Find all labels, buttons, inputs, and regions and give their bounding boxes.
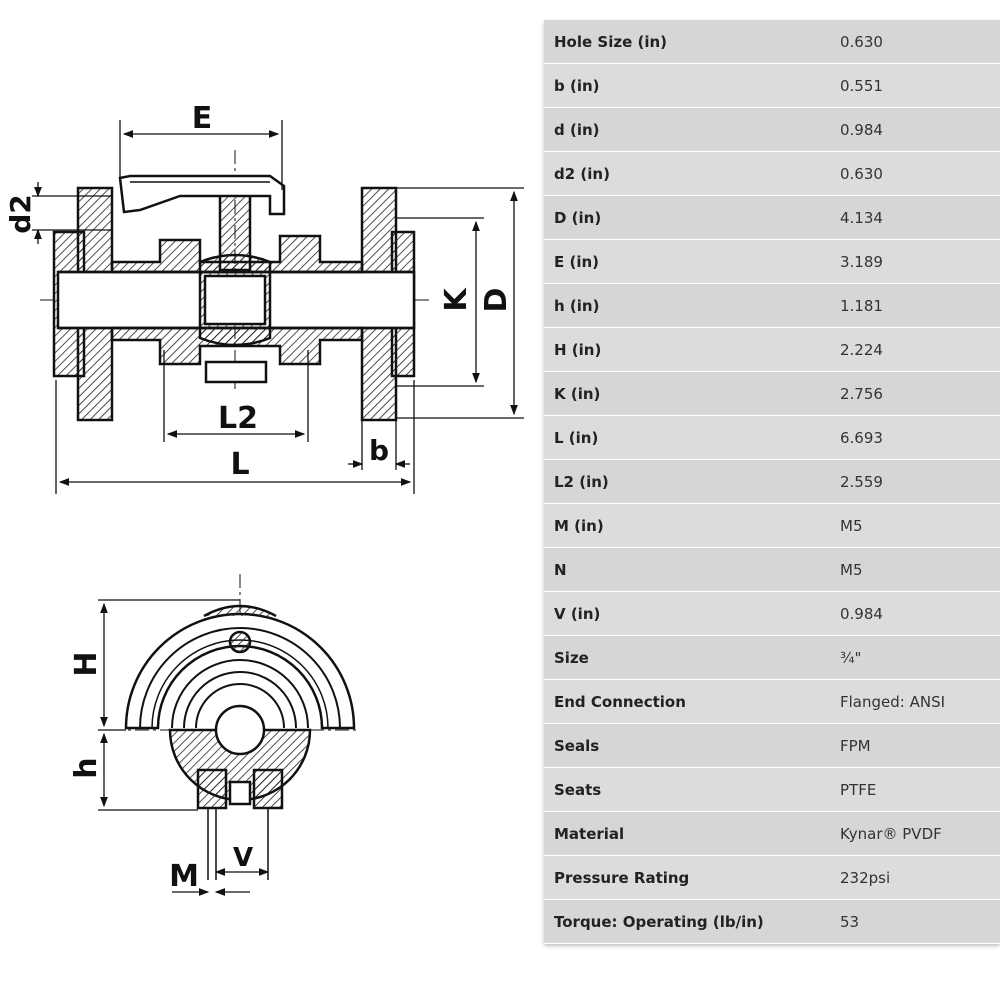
top-section-view [40, 150, 430, 422]
spec-value: M5 [840, 560, 863, 579]
spec-value: Kynar® PVDF [840, 824, 942, 843]
spec-value: 2.224 [840, 340, 883, 359]
spec-row-seals: Seals FPM [544, 724, 1000, 768]
spec-row-pressure-rating: Pressure Rating 232psi [544, 856, 1000, 900]
dim-label-l: L [230, 447, 249, 482]
spec-value: 1.181 [840, 296, 883, 315]
spec-label: L (in) [554, 428, 599, 447]
spec-value: 2.756 [840, 384, 883, 403]
spec-value: ¾" [840, 648, 862, 667]
dim-label-d2: d2 [4, 194, 37, 234]
side-dimensions [98, 599, 270, 896]
spec-label: N [554, 560, 567, 579]
technical-drawing: E d2 K D L2 L b [4, 101, 524, 896]
spec-row-size: Size ¾" [544, 636, 1000, 680]
spec-label: d2 (in) [554, 164, 610, 183]
spec-value: 3.189 [840, 252, 883, 271]
spec-label: Seats [554, 780, 602, 799]
spec-row-n: N M5 [544, 548, 1000, 592]
spec-label: d (in) [554, 120, 600, 139]
spec-row-d-upper: D (in) 4.134 [544, 196, 1000, 240]
spec-row-torque: Torque: Operating (lb/in) 53 [544, 900, 1000, 944]
spec-row-end-connection: End Connection Flanged: ANSI [544, 680, 1000, 724]
spec-row-hole-size: Hole Size (in) 0.630 [544, 20, 1000, 64]
dim-label-k: K [439, 287, 474, 312]
spec-label: L2 (in) [554, 472, 609, 491]
spec-label: Torque: Operating (lb/in) [554, 912, 764, 931]
spec-value: 0.984 [840, 120, 883, 139]
spec-value: 4.134 [840, 208, 883, 227]
dim-label-l2: L2 [218, 401, 258, 436]
spec-value: 53 [840, 912, 860, 931]
spec-value: 0.551 [840, 76, 883, 95]
spec-label: End Connection [554, 692, 686, 711]
spec-value: FPM [840, 736, 871, 755]
spec-label: b (in) [554, 76, 600, 95]
spec-value: 0.630 [840, 164, 883, 183]
spec-label: Hole Size (in) [554, 32, 667, 51]
spec-row-seats: Seats PTFE [544, 768, 1000, 812]
spec-value: M5 [840, 516, 863, 535]
dim-label-b: b [369, 434, 389, 467]
spec-label: M (in) [554, 516, 604, 535]
dim-label-v: V [233, 843, 253, 873]
dim-label-d: D [479, 288, 514, 313]
spec-label: H (in) [554, 340, 602, 359]
spec-label: E (in) [554, 252, 599, 271]
spec-row-k: K (in) 2.756 [544, 372, 1000, 416]
spec-row-v: V (in) 0.984 [544, 592, 1000, 636]
spec-value: 0.630 [840, 32, 883, 51]
spec-value: 6.693 [840, 428, 883, 447]
dim-label-h-upper: H [69, 651, 104, 676]
spec-label: Size [554, 648, 589, 667]
spec-row-h-upper: H (in) 2.224 [544, 328, 1000, 372]
spec-value: 0.984 [840, 604, 883, 623]
dim-label-m: M [169, 859, 199, 894]
specifications-table: Hole Size (in) 0.630 b (in) 0.551 d (in) 0.… [544, 20, 1000, 944]
spec-row-m: M (in) M5 [544, 504, 1000, 548]
spec-label: D (in) [554, 208, 602, 227]
spec-label: h (in) [554, 296, 600, 315]
top-dimensions [32, 120, 524, 494]
spec-value: PTFE [840, 780, 877, 799]
dim-label-e: E [192, 101, 213, 136]
spec-value: 2.559 [840, 472, 883, 491]
spec-row-b: b (in) 0.551 [544, 64, 1000, 108]
spec-row-h: h (in) 1.181 [544, 284, 1000, 328]
side-view [110, 574, 360, 880]
spec-label: Pressure Rating [554, 868, 690, 887]
spec-row-l: L (in) 6.693 [544, 416, 1000, 460]
spec-row-material: Material Kynar® PVDF [544, 812, 1000, 856]
spec-value: Flanged: ANSI [840, 692, 946, 711]
spec-row-d: d (in) 0.984 [544, 108, 1000, 152]
spec-row-l2: L2 (in) 2.559 [544, 460, 1000, 504]
spec-value: 232psi [840, 868, 891, 887]
spec-label: Material [554, 824, 625, 843]
dim-label-h-lower: h [69, 757, 104, 778]
spec-row-e: E (in) 3.189 [544, 240, 1000, 284]
valve-drawing-svg: E d2 K D L2 L b [4, 101, 524, 896]
spec-label: V (in) [554, 604, 601, 623]
spec-row-d2: d2 (in) 0.630 [544, 152, 1000, 196]
spec-label: K (in) [554, 384, 601, 403]
spec-label: Seals [554, 736, 600, 755]
